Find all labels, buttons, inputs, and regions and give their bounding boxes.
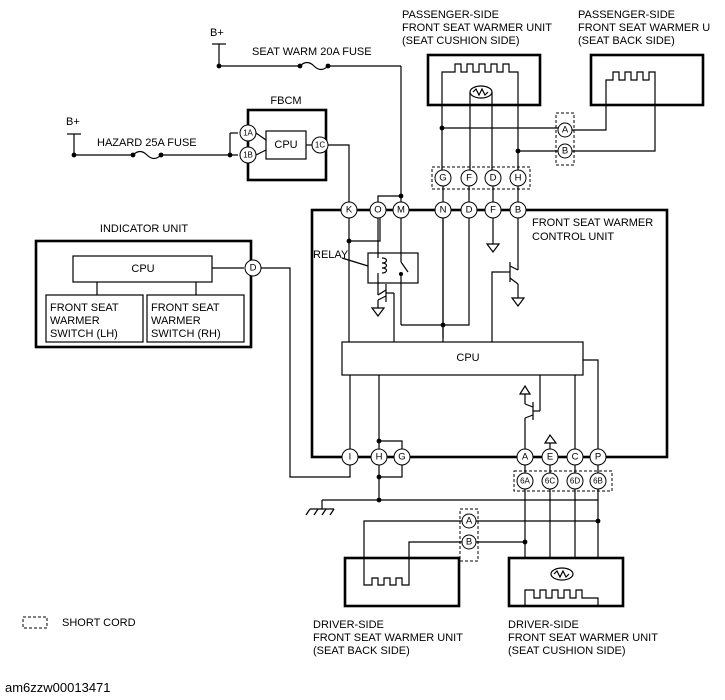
pass-back-line2: FRONT SEAT WARMER U bbox=[578, 22, 710, 34]
drv-conn-pin-6b: 6B bbox=[593, 477, 603, 486]
short-cord-legend-icon bbox=[22, 616, 48, 629]
cu-pin-e: E bbox=[547, 452, 553, 463]
passenger-connector: G F D H bbox=[431, 105, 531, 202]
drv-cushion-line1: DRIVER-SIDE bbox=[508, 619, 579, 631]
switch-lh-line1: FRONT SEAT bbox=[50, 302, 119, 314]
control-unit-line1: FRONT SEAT WARMER bbox=[532, 217, 653, 229]
cu-pin-b: B bbox=[515, 205, 521, 216]
drv-back-line3: (SEAT BACK SIDE) bbox=[313, 645, 410, 657]
drv-conn-pin-6a: 6A bbox=[520, 477, 530, 486]
indicator-unit-title: INDICATOR UNIT bbox=[100, 223, 188, 235]
indicator-cpu-box bbox=[72, 255, 213, 283]
drv-back-pin-b: B bbox=[466, 537, 472, 548]
driver-cushion-unit bbox=[507, 556, 625, 608]
cu-pin-a: A bbox=[522, 452, 529, 463]
passenger-back-unit: PASSENGER-SIDE FRONT SEAT WARMER U (SEAT… bbox=[439, 9, 710, 166]
pass-conn-pin-d: D bbox=[490, 173, 497, 184]
cu-pin-f: F bbox=[490, 205, 496, 216]
switch-lh bbox=[45, 294, 144, 343]
ground-icon bbox=[485, 243, 501, 253]
control-cpu-box bbox=[341, 341, 584, 376]
relay-coil-icon bbox=[381, 257, 388, 274]
drv-back-line1: DRIVER-SIDE bbox=[313, 619, 384, 631]
switch-lh-line2: WARMER bbox=[50, 315, 100, 327]
cu-pin-d: D bbox=[466, 205, 473, 216]
indicator-cpu-label: CPU bbox=[131, 263, 154, 275]
drv-cushion-line2: FRONT SEAT WARMER UNIT bbox=[508, 632, 658, 644]
drv-conn-pin-6d: 6D bbox=[570, 477, 580, 486]
switch-rh-line3: SWITCH (RH) bbox=[151, 328, 221, 340]
cu-pin-k: K bbox=[346, 205, 353, 216]
hazard-fuse-label: HAZARD 25A FUSE bbox=[97, 137, 197, 149]
indicator-pin-d: D bbox=[250, 263, 257, 274]
fbcm-cpu-label: CPU bbox=[274, 139, 297, 151]
cu-pin-m: M bbox=[397, 205, 405, 216]
pass-back-pin-a: A bbox=[562, 125, 569, 136]
pass-cushion-line3: (SEAT CUSHION SIDE) bbox=[402, 35, 520, 47]
fbcm-module: FBCM CPU 1A 1B 1C bbox=[239, 95, 350, 202]
short-cord-legend-label: SHORT CORD bbox=[62, 617, 136, 629]
fbcm-title: FBCM bbox=[270, 95, 301, 107]
pass-conn-pin-h: H bbox=[515, 173, 522, 184]
drv-back-pin-a: A bbox=[466, 516, 473, 527]
control-unit-line2: CONTROL UNIT bbox=[532, 231, 614, 243]
pass-conn-pin-f: F bbox=[466, 173, 472, 184]
cu-pin-o: O bbox=[374, 205, 381, 216]
driver-back-unit: A B bbox=[343, 508, 598, 608]
fbcm-pin-1a: 1A bbox=[243, 129, 253, 138]
pass-cushion-line1: PASSENGER-SIDE bbox=[402, 9, 499, 21]
passenger-cushion-unit: PASSENGER-SIDE FRONT SEAT WARMER UNIT (S… bbox=[402, 9, 552, 107]
relay-label: RELAY bbox=[313, 249, 349, 261]
switch-rh-line1: FRONT SEAT bbox=[151, 302, 220, 314]
ground-icon bbox=[370, 307, 386, 317]
control-unit: FRONT SEAT WARMER CONTROL UNIT K O M N D… bbox=[310, 195, 669, 466]
b-plus-label: B+ bbox=[66, 116, 80, 128]
pass-back-line3: (SEAT BACK SIDE) bbox=[578, 35, 675, 47]
seat-warm-fuse-label: SEAT WARM 20A FUSE bbox=[252, 46, 372, 58]
drv-conn-pin-6c: 6C bbox=[545, 477, 555, 486]
control-cpu-label: CPU bbox=[456, 352, 479, 364]
relay-box bbox=[367, 252, 419, 284]
cu-pin-c: C bbox=[572, 452, 579, 463]
cu-pin-i: I bbox=[349, 452, 352, 463]
pass-back-line1: PASSENGER-SIDE bbox=[578, 9, 675, 21]
drv-back-line2: FRONT SEAT WARMER UNIT bbox=[313, 632, 463, 644]
switch-rh bbox=[146, 294, 245, 343]
pass-back-pin-b: B bbox=[562, 146, 568, 157]
ground-icon bbox=[510, 297, 526, 307]
fbcm-pin-1c: 1C bbox=[315, 141, 325, 150]
pass-cushion-line2: FRONT SEAT WARMER UNIT bbox=[402, 22, 552, 34]
hazard-feed: B+ HAZARD 25A FUSE bbox=[66, 116, 238, 160]
cu-pin-g: G bbox=[398, 452, 405, 463]
fbcm-pin-1b: 1B bbox=[243, 151, 253, 160]
switch-lh-line3: SWITCH (LH) bbox=[50, 328, 118, 340]
cu-pin-p: P bbox=[595, 452, 601, 463]
b-plus-label: B+ bbox=[210, 27, 224, 39]
figure-id: am6zzw00013471 bbox=[5, 680, 111, 695]
cu-pin-h: H bbox=[376, 452, 383, 463]
switch-rh-line2: WARMER bbox=[151, 315, 201, 327]
indicator-unit: INDICATOR UNIT CPU FRONT SEAT WARMER SWI… bbox=[34, 223, 351, 478]
drv-cushion-line3: (SEAT CUSHION SIDE) bbox=[508, 645, 626, 657]
cu-pin-n: N bbox=[440, 205, 447, 216]
fbcm-cpu-box bbox=[265, 130, 307, 160]
pass-conn-pin-g: G bbox=[439, 173, 446, 184]
